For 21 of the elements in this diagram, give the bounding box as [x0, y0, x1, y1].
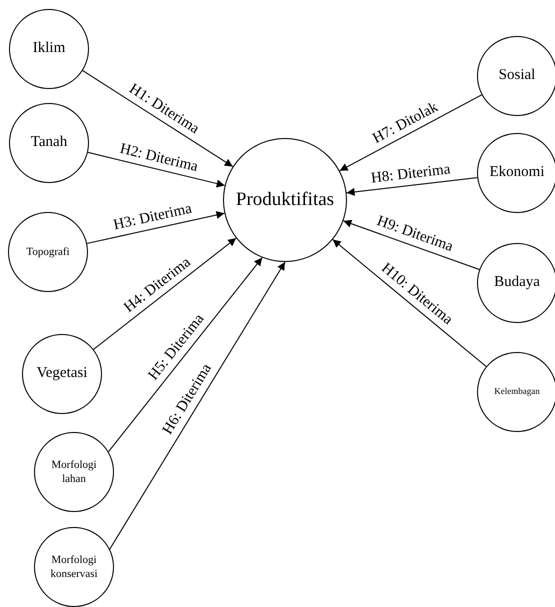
variable-name: Sosial [498, 66, 536, 86]
arrow [93, 238, 237, 350]
arrow [87, 152, 226, 188]
variable-name: Tanah [30, 133, 68, 152]
arrow [86, 211, 225, 244]
variable-name: Topografi [26, 244, 70, 260]
arrow [339, 94, 482, 172]
variable-name: Kelembagan [494, 386, 540, 398]
arrow [109, 262, 286, 550]
variable-name: Morfologi konservasi [49, 552, 99, 582]
variable-name: Budaya [494, 273, 540, 292]
arrow [346, 177, 478, 196]
variable-name: Iklim [32, 39, 66, 58]
variable-name: Produktifitas [236, 188, 334, 212]
arrow [108, 257, 263, 452]
arrow [82, 70, 234, 168]
variable-name: Ekonomi [490, 163, 544, 182]
arrow [342, 220, 480, 270]
variable-name: Morfologi lahan [50, 458, 98, 486]
arrow [332, 239, 487, 367]
variable-name: Vegetasi [36, 364, 88, 384]
